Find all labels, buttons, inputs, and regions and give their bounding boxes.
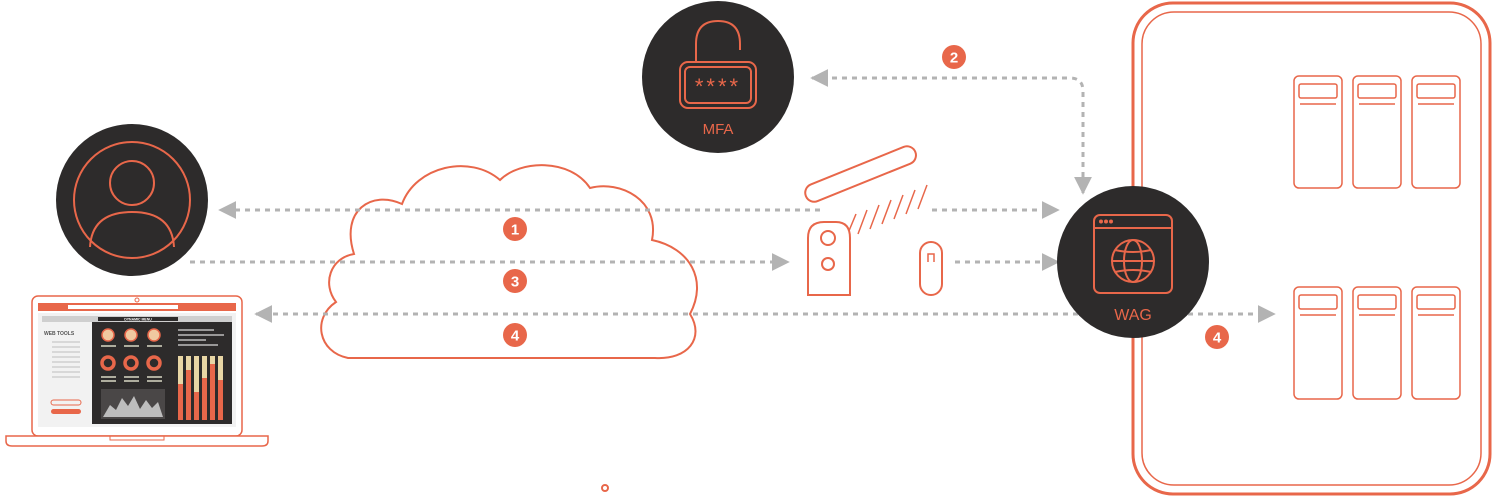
step-badge-4-left: 4 bbox=[503, 323, 527, 347]
laptop-app-title: WEB TOOLS bbox=[44, 331, 75, 337]
server-group-bottom bbox=[1293, 286, 1461, 400]
server-group-top bbox=[1293, 75, 1461, 189]
server-icon bbox=[1293, 75, 1343, 189]
globe-browser-icon bbox=[1093, 214, 1173, 294]
user-avatar bbox=[56, 124, 208, 276]
barrier-gate-icon bbox=[804, 145, 943, 296]
server-icon bbox=[1352, 286, 1402, 400]
mfa-password-mask: **** bbox=[695, 74, 741, 99]
mfa-label: MFA bbox=[703, 121, 734, 138]
decorative-dot bbox=[601, 484, 609, 492]
mfa-node: **** MFA bbox=[642, 1, 794, 153]
step-badge-4-right: 4 bbox=[1205, 325, 1229, 349]
step-badge-1: 1 bbox=[503, 217, 527, 241]
step-2-label: 2 bbox=[950, 50, 958, 67]
step-3-label: 3 bbox=[511, 274, 519, 291]
wag-label: WAG bbox=[1114, 307, 1152, 324]
step-1-label: 1 bbox=[511, 222, 519, 239]
wag-node: WAG bbox=[1057, 186, 1209, 338]
server-icon bbox=[1352, 75, 1402, 189]
server-icon bbox=[1411, 75, 1461, 189]
user-icon bbox=[89, 160, 175, 248]
flow-arrows bbox=[190, 69, 1276, 323]
step-badge-3: 3 bbox=[503, 269, 527, 293]
server-icon bbox=[1411, 286, 1461, 400]
cloud-icon bbox=[320, 164, 699, 360]
lock-icon bbox=[679, 19, 757, 109]
laptop-header-bar: DYNAMIC MENU bbox=[124, 318, 152, 322]
laptop-icon: DYNAMIC MENU WEB TOOLS bbox=[5, 295, 269, 447]
step-badge-2: 2 bbox=[942, 45, 966, 69]
step-4-right-label: 4 bbox=[1213, 330, 1222, 347]
step-4-left-label: 4 bbox=[511, 328, 520, 345]
server-icon bbox=[1293, 286, 1343, 400]
